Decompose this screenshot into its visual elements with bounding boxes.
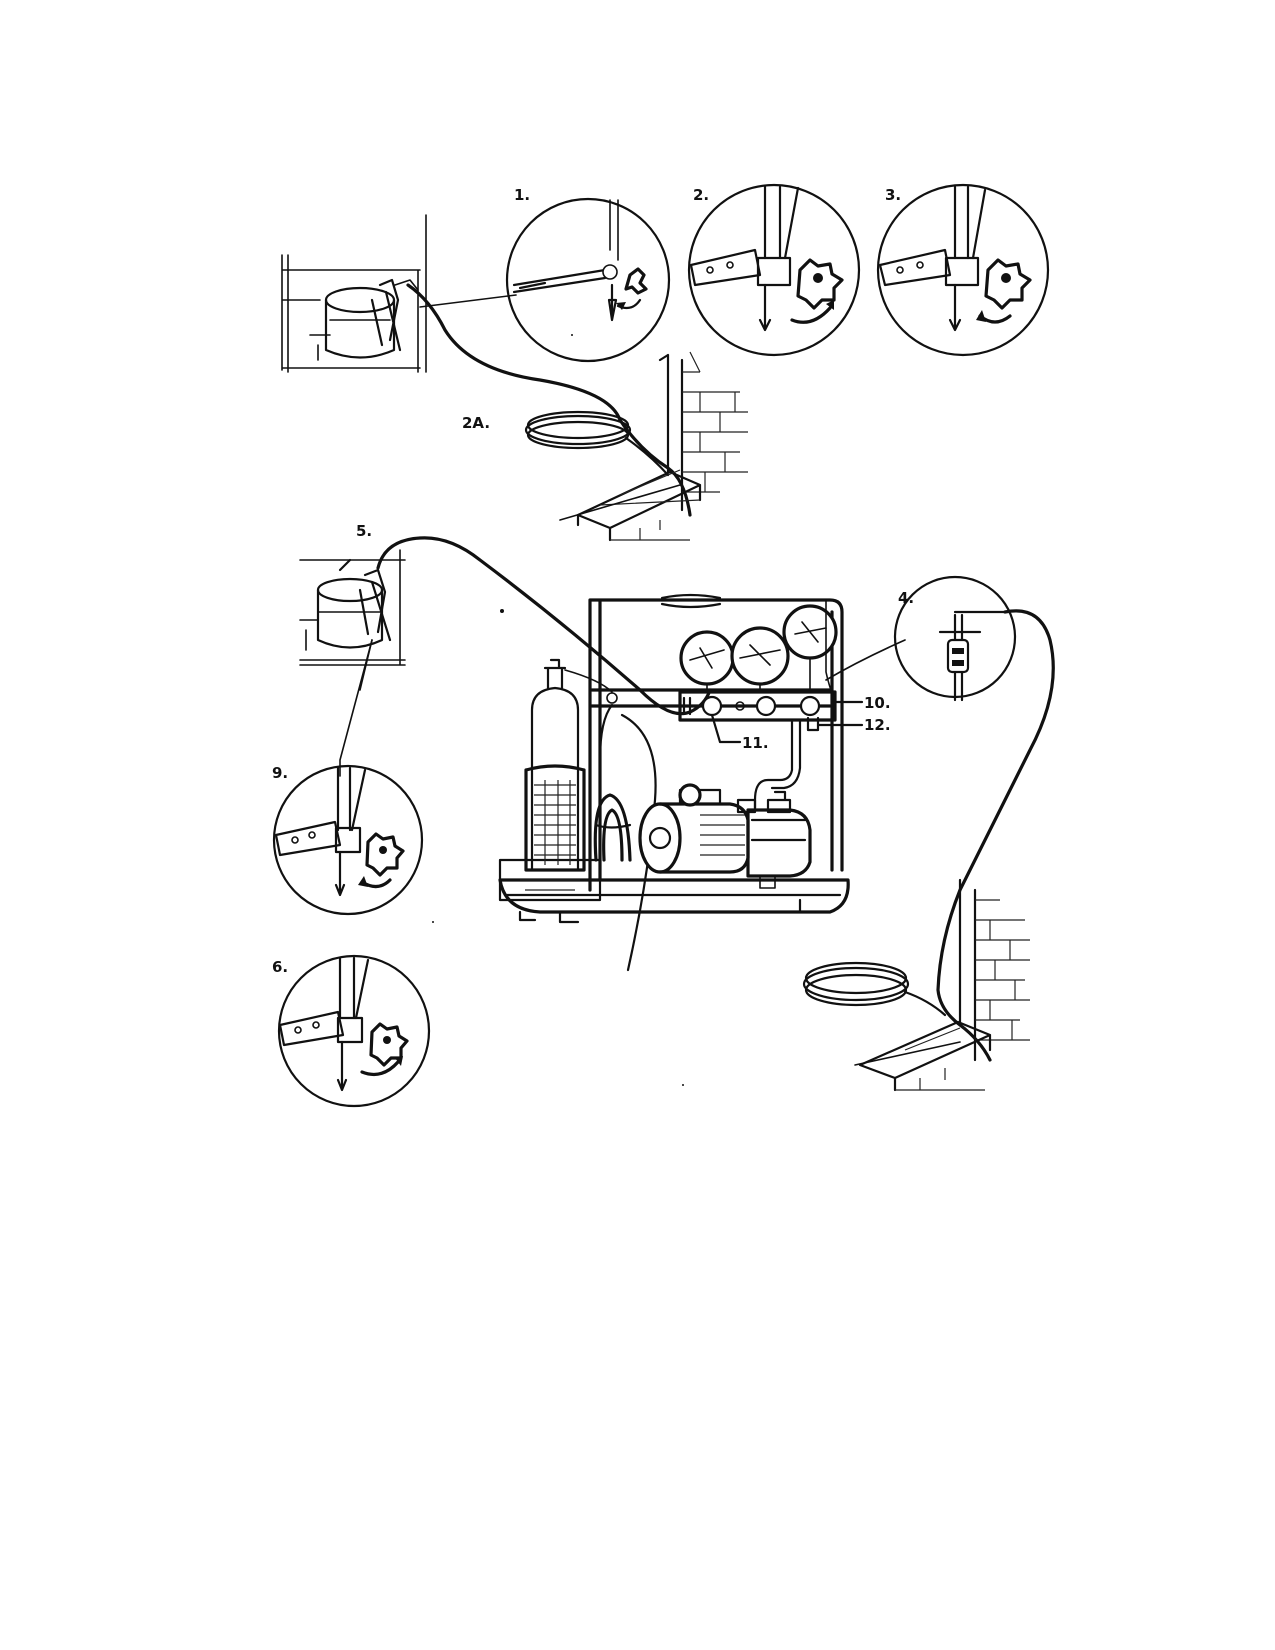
label-step-9: 9. — [272, 764, 288, 782]
hose-cylinder-link — [598, 703, 614, 762]
detail-circle-2 — [687, 183, 861, 357]
brick-wall-right — [854, 878, 1030, 1092]
hose-top — [406, 283, 692, 517]
coiled-hose-2a — [524, 410, 670, 477]
label-step-1: 1. — [514, 186, 530, 204]
label-step-3: 3. — [885, 186, 901, 204]
hose-to-detail-4 — [825, 639, 906, 681]
label-part-10: 10. — [864, 694, 891, 712]
callout-line-11 — [710, 713, 742, 744]
compressor-cabinet-top — [281, 214, 427, 373]
manifold-to-pump-hose — [753, 718, 802, 810]
vacuum-pump — [736, 790, 812, 889]
label-part-11: 11. — [742, 734, 769, 752]
label-step-4: 4. — [898, 589, 914, 607]
label-step-6: 6. — [272, 958, 288, 976]
coiled-hose-right — [802, 961, 947, 1017]
detail-circle-4 — [893, 575, 1017, 702]
brick-wall-top — [559, 351, 748, 542]
label-step-2: 2. — [693, 186, 709, 204]
hose-to-tank — [339, 639, 373, 777]
detail-circle-3 — [876, 183, 1050, 357]
label-step-5: 5. — [356, 522, 372, 540]
refrigerant-cylinder — [524, 658, 613, 872]
gauge-center — [730, 626, 790, 693]
callout-line-1 — [419, 294, 517, 308]
manifold-bar — [678, 599, 837, 732]
gauge-right — [782, 604, 838, 691]
hose-middle — [376, 536, 712, 716]
detail-circle-6 — [277, 954, 431, 1108]
label-step-2a: 2A. — [462, 414, 490, 432]
gauge-left — [679, 630, 735, 693]
scan-specks — [432, 334, 684, 1086]
detail-circle-1 — [505, 197, 671, 363]
detail-circle-9 — [272, 764, 424, 916]
compressor-cabinet-middle — [299, 549, 406, 666]
callout-line-9 — [359, 639, 373, 691]
label-part-12: 12. — [864, 716, 891, 734]
cart-handle — [593, 793, 632, 862]
hose-right — [936, 609, 1055, 1062]
